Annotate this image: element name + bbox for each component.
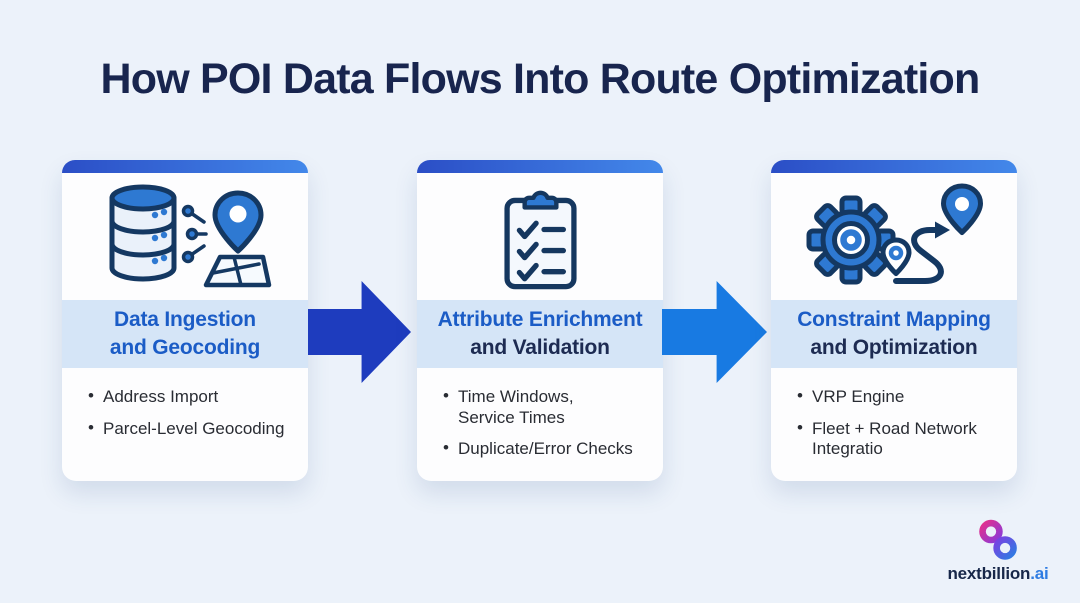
card-title-line2: and Validation [470,336,610,359]
bullet-item: Duplicate/Error Checks [443,438,651,460]
card-title: Constraint Mapping and Optimization [771,300,1017,368]
card-bullet-list: Address Import Parcel-Level Geocoding [62,368,308,450]
card-bullet-list: Time Windows, Service Times Duplicate/Er… [417,368,663,471]
page-title: How POI Data Flows Into Route Optimizati… [100,55,981,103]
card-data-ingestion: Data Ingestion and Geocoding Address Imp… [62,160,308,481]
brand-name-main: nextbillion [947,564,1031,583]
card-icon-area [62,173,308,300]
bullet-item: Address Import [88,386,296,408]
brand-lockup: nextbillion.ai [927,518,1069,584]
bullet-item: Fleet + Road Network Integratio [797,418,1005,460]
card-icon-area [417,173,663,300]
card-title-line2: and Optimization [810,336,978,359]
card-title-line2: and Geocoding [109,336,261,359]
flow-arrow-right-1 [308,281,411,383]
card-title-line1: Data Ingestion [114,308,256,332]
bullet-item: Parcel-Level Geocoding [88,418,296,440]
card-attribute-enrichment: Attribute Enrichment and Validation Time… [417,160,663,481]
checklist-icon [503,190,577,290]
card-title-line1: Constraint Mapping [797,308,991,332]
card-title: Attribute Enrichment and Validation [417,300,663,368]
card-accent-bar [62,160,308,173]
nextbillion-logo-icon [978,519,1017,560]
brand-name-suffix: .ai [1030,564,1049,583]
database-geocoding-icon [109,184,271,287]
card-icon-area [771,173,1017,300]
card-constraint-mapping: Constraint Mapping and Optimization VRP … [771,160,1017,481]
gear-route-icon [806,183,983,284]
card-title: Data Ingestion and Geocoding [62,300,308,368]
flow-arrow-right-2 [662,281,767,383]
card-accent-bar [417,160,663,173]
card-accent-bar [771,160,1017,173]
bullet-item: Time Windows, Service Times [443,386,651,428]
brand-name: nextbillion.ai [947,564,1048,584]
bullet-item: VRP Engine [797,386,1005,408]
card-bullet-list: VRP Engine Fleet + Road Network Integrat… [771,368,1017,471]
card-title-line1: Attribute Enrichment [437,308,643,332]
